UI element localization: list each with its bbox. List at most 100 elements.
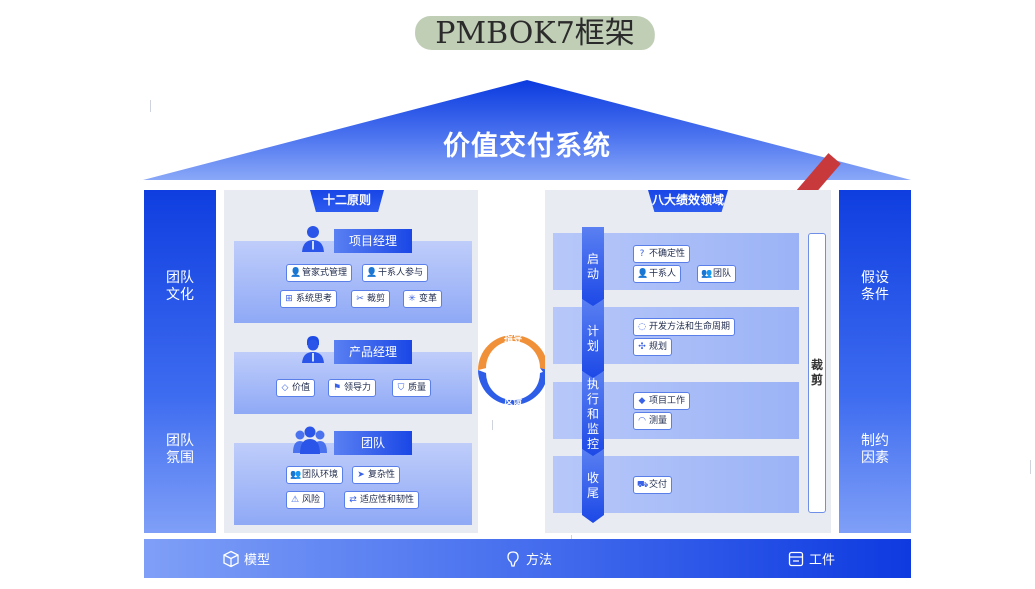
chip-label: 系统思考 bbox=[296, 293, 333, 304]
diamond-icon: ◇ bbox=[281, 383, 289, 393]
phase-label: 执行和监控 bbox=[586, 376, 599, 451]
base-item-label: 模型 bbox=[244, 553, 271, 568]
artifact-icon bbox=[788, 551, 804, 566]
role-team: 团队 👥 团队环境 ➤ 复杂性 ⚠ 风险 ⇄ 适应性和韧性 bbox=[234, 426, 472, 525]
pillar-right: 假设条件 制约因素 bbox=[839, 190, 911, 533]
cycle-guide-label: 指导 bbox=[503, 334, 522, 344]
pillar-left: 团队文化 团队氛围 bbox=[144, 190, 216, 533]
person-icon: 👤 bbox=[637, 269, 649, 279]
chip-label: 不确定性 bbox=[649, 248, 686, 259]
role-title: 团队 bbox=[334, 431, 412, 455]
domain-chip[interactable]: 👥 团队 bbox=[697, 265, 737, 283]
phase-arrow-plan: 计划 bbox=[582, 299, 604, 379]
base-item-methods[interactable]: 方法 bbox=[504, 539, 552, 578]
roof-title: 价值交付系统 bbox=[443, 131, 611, 162]
decor-tick bbox=[150, 100, 151, 112]
principle-chip[interactable]: ✳ 变革 bbox=[403, 290, 443, 308]
principle-chip[interactable]: ⇄ 适应性和韧性 bbox=[344, 491, 420, 509]
person-icon: 👤 bbox=[366, 268, 378, 278]
decor-tick bbox=[492, 420, 493, 430]
roof-shape bbox=[143, 80, 911, 180]
principle-chip[interactable]: ✂ 裁剪 bbox=[351, 290, 391, 308]
chip-label: 规划 bbox=[649, 341, 668, 352]
chip-label: 质量 bbox=[408, 382, 427, 393]
performance-panel: 八大绩效领域 ? 不确定性 👤 干系人 👥 团队 ◌ 开发方法和生命周期 ✣ 规… bbox=[545, 190, 831, 533]
chip-label: 开发方法和生命周期 bbox=[649, 321, 731, 332]
sparkle-icon: ✳ bbox=[408, 294, 416, 304]
domain-chip[interactable]: ✣ 规划 bbox=[633, 338, 673, 356]
chip-label: 项目工作 bbox=[649, 395, 686, 406]
person-icon: 👤 bbox=[290, 268, 302, 278]
principle-chip[interactable]: 👥 团队环境 bbox=[286, 466, 344, 484]
chip-label: 领导力 bbox=[344, 382, 372, 393]
chip-label: 风险 bbox=[302, 494, 321, 505]
pillar-label-team-culture: 团队文化 bbox=[144, 270, 216, 304]
role-project-manager: 项目经理 👤 管家式管理 👤 干系人参与 ⊞ 系统思考 ✂ 裁剪 ✳ 变革 bbox=[234, 226, 472, 323]
domain-chip[interactable]: ◆ 项目工作 bbox=[633, 392, 691, 410]
tailoring-label: 裁剪 bbox=[810, 358, 823, 387]
scissors-icon: ✂ bbox=[356, 294, 364, 304]
domain-chip[interactable]: ⛟ 交付 bbox=[633, 476, 673, 494]
role-title: 产品经理 bbox=[334, 340, 412, 364]
group-icon: 👥 bbox=[701, 269, 713, 279]
guide-feedback-cycle: 指导 反馈 bbox=[474, 330, 552, 408]
adapt-icon: ⇄ bbox=[349, 495, 357, 505]
phase-arrow-close: 收尾 bbox=[582, 449, 604, 523]
planning-icon: ✣ bbox=[638, 342, 646, 352]
domain-chip[interactable]: ◌ 开发方法和生命周期 bbox=[633, 318, 736, 336]
principles-tab: 十二原则 bbox=[310, 190, 384, 212]
base-item-models[interactable]: 模型 bbox=[222, 539, 270, 578]
principle-chip[interactable]: ⚠ 风险 bbox=[286, 491, 326, 509]
phase-label: 计划 bbox=[586, 324, 599, 353]
cube-icon bbox=[223, 550, 239, 567]
principle-chip[interactable]: ◇ 价值 bbox=[276, 379, 316, 397]
pillar-text: 制约因素 bbox=[861, 433, 889, 466]
chip-label: 干系人参与 bbox=[378, 267, 424, 278]
cycle-feedback-label: 反馈 bbox=[503, 397, 522, 407]
cycle-feedback-arc bbox=[478, 370, 548, 405]
chip-label: 交付 bbox=[649, 479, 668, 490]
chip-label: 裁剪 bbox=[367, 293, 386, 304]
group-icon: 👥 bbox=[290, 470, 302, 480]
chip-label: 测量 bbox=[649, 415, 668, 426]
domain-chip[interactable]: ? 不确定性 bbox=[633, 245, 691, 263]
pillar-text: 团队氛围 bbox=[166, 433, 194, 466]
chip-label: 团队 bbox=[713, 268, 732, 279]
base-item-label: 方法 bbox=[526, 553, 553, 568]
chip-label: 变革 bbox=[419, 293, 438, 304]
principle-chip[interactable]: ⊞ 系统思考 bbox=[280, 290, 338, 308]
layers-icon: ◆ bbox=[638, 396, 646, 406]
gauge-icon: ◠ bbox=[638, 416, 646, 426]
base-item-artifacts[interactable]: 工件 bbox=[787, 539, 835, 578]
phase-arrow-initiate: 启动 bbox=[582, 227, 604, 307]
domain-chip[interactable]: ◠ 测量 bbox=[633, 412, 673, 430]
pillar-label-constraints: 制约因素 bbox=[839, 433, 911, 467]
tailoring-bar: 裁剪 bbox=[808, 233, 826, 513]
arrow-split-icon: ➤ bbox=[357, 470, 365, 480]
performance-tab: 八大绩效领域 bbox=[648, 190, 728, 212]
principle-chip[interactable]: ⚑ 领导力 bbox=[328, 379, 377, 397]
phase-arrow-execute-monitor: 执行和监控 bbox=[582, 371, 604, 457]
pillar-label-team-atmosphere: 团队氛围 bbox=[144, 433, 216, 467]
domain-chip[interactable]: 👤 干系人 bbox=[633, 265, 682, 283]
manager-icon bbox=[302, 226, 324, 252]
base-item-label: 工件 bbox=[809, 553, 836, 568]
chip-label: 价值 bbox=[292, 382, 311, 393]
shield-check-icon: ⛉ bbox=[397, 383, 405, 393]
chip-label: 适应性和韧性 bbox=[360, 494, 415, 505]
decor-tick bbox=[1030, 460, 1031, 474]
pillar-text: 团队文化 bbox=[166, 270, 194, 303]
chip-label: 管家式管理 bbox=[302, 267, 348, 278]
team-icon bbox=[293, 426, 327, 454]
chip-label: 干系人 bbox=[649, 268, 677, 279]
principle-chip[interactable]: ⛉ 质量 bbox=[392, 379, 432, 397]
principle-chip[interactable]: ➤ 复杂性 bbox=[352, 466, 401, 484]
title-banner: PMBOK7框架 bbox=[413, 12, 657, 54]
principle-chip[interactable]: 👤 干系人参与 bbox=[362, 264, 429, 282]
pillar-label-assumptions: 假设条件 bbox=[839, 270, 911, 304]
question-icon: ? bbox=[639, 249, 645, 259]
foundation-bar: 模型 方法 工件 bbox=[144, 539, 911, 578]
principle-chip[interactable]: 👤 管家式管理 bbox=[286, 264, 353, 282]
bulb-icon bbox=[507, 550, 519, 567]
alert-icon: ⚠ bbox=[290, 495, 300, 505]
